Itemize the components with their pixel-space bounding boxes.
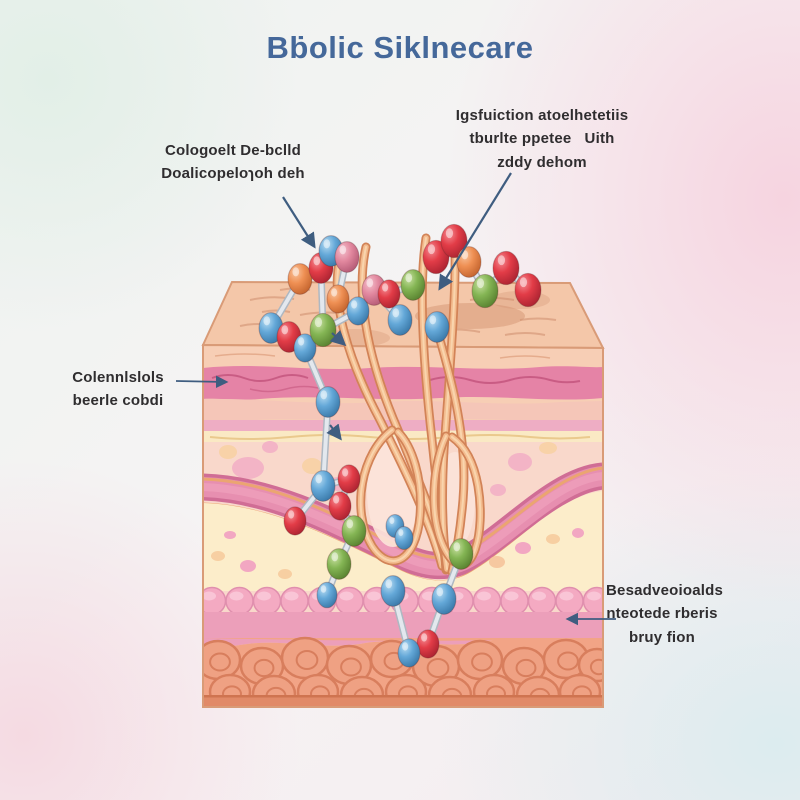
arrow-molecule-small-upper [329, 329, 347, 347]
arrow-molecule-small-lower [326, 423, 342, 441]
molecule-green [309, 312, 337, 348]
arrow-collagen-label [282, 196, 316, 249]
molecule-orange [326, 284, 350, 314]
leader-line-left-label [175, 375, 229, 389]
molecule-pink [334, 241, 360, 273]
label-line: nteotede rberis [606, 605, 718, 623]
molecule-blue [397, 638, 421, 668]
cream-band-layer [203, 491, 603, 591]
label-dysfunction: Igsfuiction atoelhetetiis tburlte ppetee… [452, 104, 632, 174]
molecule-red [283, 506, 307, 536]
molecule-green [400, 269, 426, 301]
molecule-red [377, 279, 401, 309]
molecule-blue [387, 304, 413, 336]
molecule-red [337, 464, 361, 494]
cream-droplets [211, 528, 584, 579]
molecule-blue [424, 311, 450, 343]
block-bottom-border [203, 695, 603, 707]
label-line: zddy dehom [497, 153, 587, 171]
label-collagen-debclld: Cologoelt De-bclld Doalicopeloɿoh deh [150, 139, 316, 186]
molecule-blue [380, 575, 406, 607]
collagen-fibers [332, 233, 485, 577]
molecule-green [471, 273, 499, 309]
front-face-outline [202, 343, 604, 708]
molecule-orange [456, 246, 482, 278]
molecule-blue [315, 386, 341, 418]
molecule-spheres [258, 223, 542, 668]
molecule-red [492, 250, 520, 286]
label-line: beerle cobdi [72, 392, 164, 410]
label-line: tburlte ppetee Uith [469, 130, 615, 148]
molecule-green [326, 548, 352, 580]
page-title: Bḃolic Siklnecare [266, 30, 534, 65]
label-line: Colennlslols [72, 369, 164, 386]
arrow-dysfunction-label [438, 172, 512, 291]
molecule-red [328, 491, 352, 521]
molecule-green [448, 538, 474, 570]
molecule-blue [316, 581, 338, 609]
label-line: bruy fion [629, 628, 695, 646]
label-line: Doalicopeloɿoh deh [161, 165, 305, 183]
label-line: Cologoelt De-bclld [164, 142, 302, 159]
label-colennlslols: Colennlslols beerle cobdi [62, 366, 174, 413]
molecule-red [514, 272, 542, 308]
molecule-blue [394, 525, 414, 551]
label-line: Besadveoioalds [606, 582, 724, 599]
magenta-band-layer [203, 366, 603, 400]
molecule-green [341, 515, 367, 547]
molecule-blue [431, 583, 457, 615]
molecule-orange [287, 263, 313, 295]
label-besadveoioalds: Besadveoioalds nteotede rberis bruy fion [606, 579, 724, 649]
label-line: Igsfuiction atoelhetetiis [455, 107, 629, 124]
